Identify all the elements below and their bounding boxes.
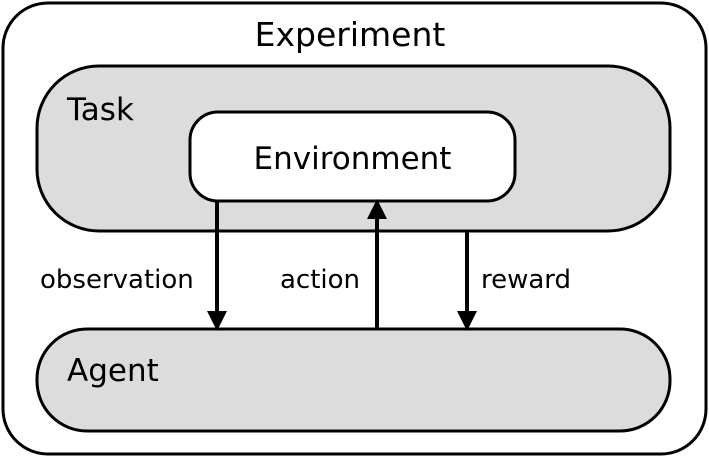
environment-label: Environment (253, 141, 452, 177)
agent-box (35, 327, 672, 433)
environment-box (188, 110, 517, 203)
observation-label: observation (40, 265, 194, 295)
action-label: action (280, 265, 361, 295)
reward-label: reward (481, 265, 572, 295)
agent-label: Agent (67, 353, 159, 389)
task-label: Task (67, 92, 134, 128)
experiment-title: Experiment (254, 15, 446, 54)
